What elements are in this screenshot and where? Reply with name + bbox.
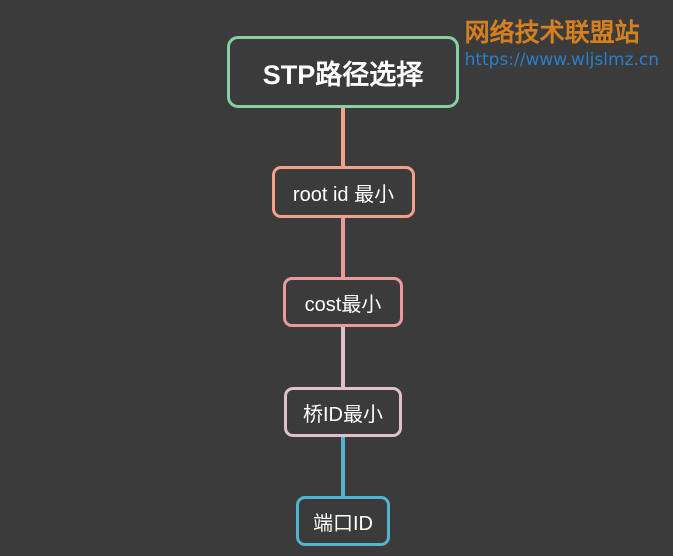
flow-node-label: STP路径选择 [262,59,424,90]
connector-bridgeid-to-portid [341,437,345,497]
flow-node-port-id[interactable]: 端口ID [296,496,390,546]
watermark-url: https://www.wljslmz.cn [464,50,659,70]
flow-node-label: 桥ID最小 [303,403,383,426]
flow-node-label: 端口ID [313,512,373,535]
connector-root-to-rootid [341,108,345,167]
watermark: 网络技术联盟站 https://www.wljslmz.cn [465,18,659,71]
flow-node-bridge-id-smallest[interactable]: 桥ID最小 [284,387,402,437]
flow-node-cost-smallest[interactable]: cost最小 [283,277,403,327]
flow-node-label: cost最小 [304,293,382,316]
flow-node-label: root id 最小 [292,183,395,206]
watermark-title: 网络技术联盟站 [464,18,640,47]
flow-node-root-id-smallest[interactable]: root id 最小 [272,166,415,218]
flow-node-stp-path-selection[interactable]: STP路径选择 [227,36,459,108]
connector-cost-to-bridgeid [341,327,345,388]
connector-rootid-to-cost [341,218,345,278]
